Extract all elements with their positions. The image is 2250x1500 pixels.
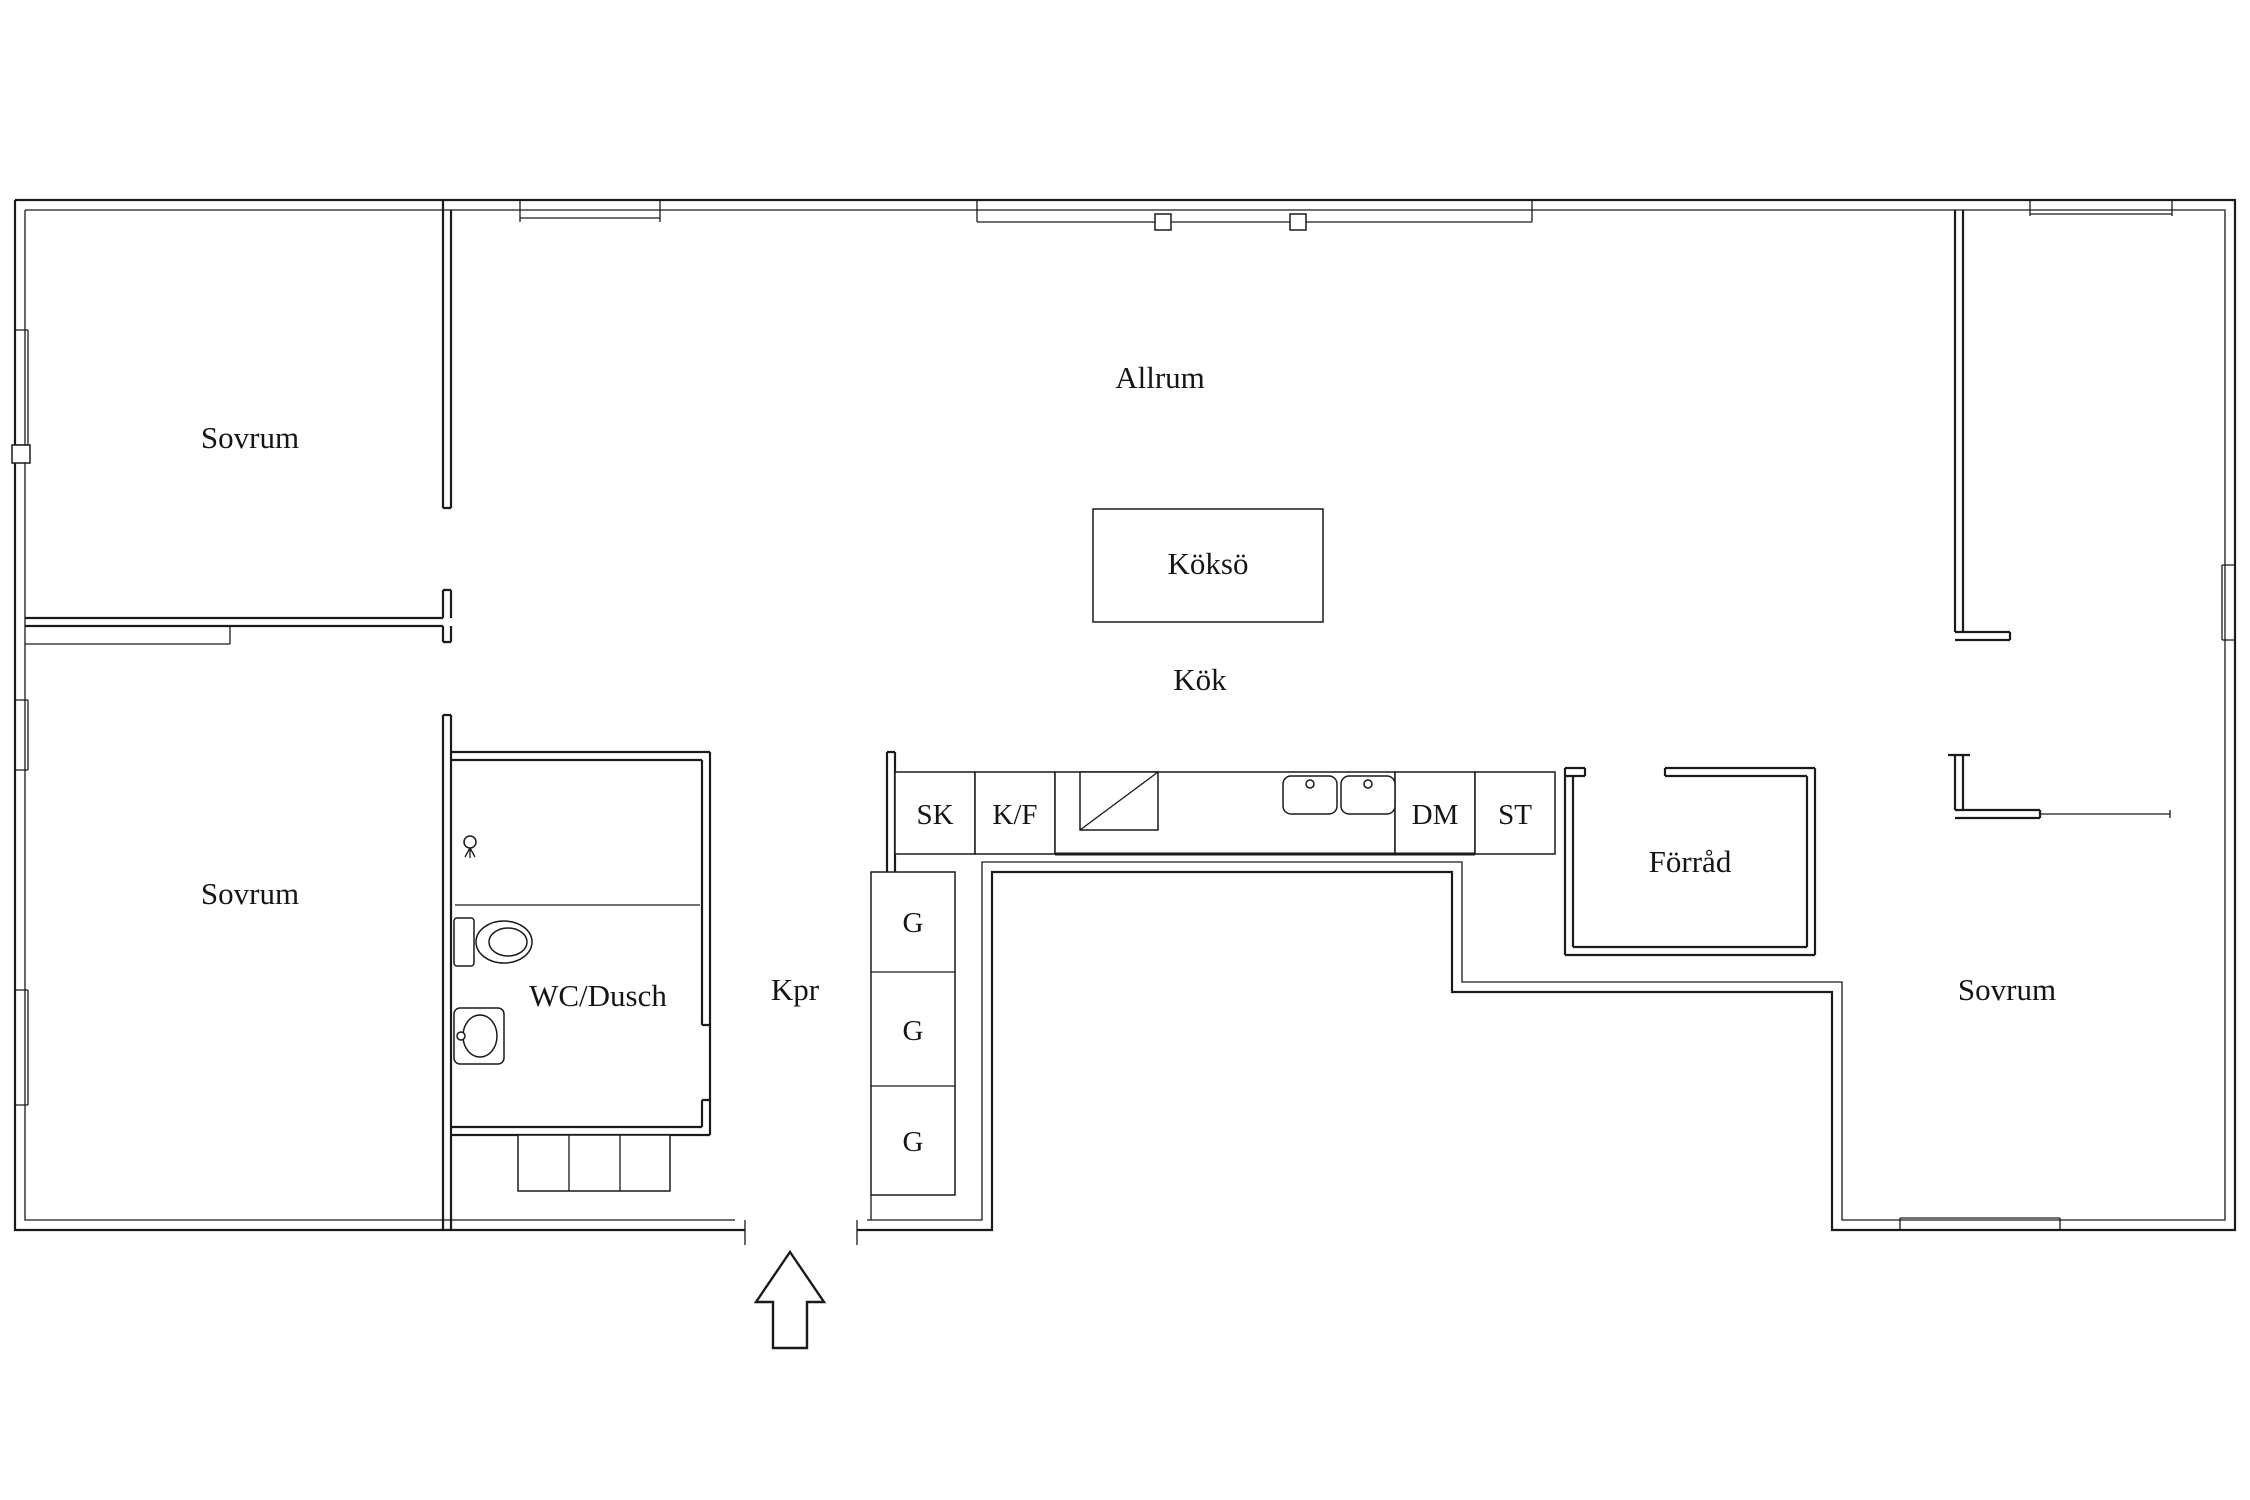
room-label-bathroom: WC/Dusch bbox=[529, 978, 667, 1013]
interior-walls-left bbox=[25, 200, 897, 1230]
kitchen-cabinet-column bbox=[870, 871, 956, 1220]
room-label-kitchen: Kök bbox=[1173, 662, 1227, 697]
windows bbox=[11, 200, 2235, 1230]
storage-walls bbox=[1563, 766, 1817, 957]
room-label-kitchen-island: Köksö bbox=[1168, 546, 1249, 581]
window-mullion bbox=[1154, 213, 1172, 231]
stove-icon bbox=[1079, 771, 1159, 831]
unit-label-kf: K/F bbox=[992, 799, 1037, 831]
window-right-wall bbox=[2221, 564, 2235, 641]
unit-label-g3: G bbox=[903, 1126, 924, 1158]
room-label-storage: Förråd bbox=[1649, 844, 1732, 879]
room-label-bedroom-top-left: Sovrum bbox=[201, 420, 299, 455]
unit-label-sk: SK bbox=[916, 799, 953, 831]
shower-icon bbox=[463, 835, 477, 858]
toilet-icon bbox=[453, 917, 533, 967]
window-left-lower bbox=[15, 989, 29, 1106]
room-label-living-room: Allrum bbox=[1115, 360, 1205, 395]
kitchen-counter bbox=[894, 771, 1556, 856]
room-label-entrance-hall: Kpr bbox=[771, 972, 820, 1007]
entrance-opening bbox=[744, 1220, 858, 1245]
outer-walls bbox=[13, 198, 2237, 1245]
kitchen-sink-icon bbox=[1282, 775, 1396, 815]
unit-kf-box bbox=[974, 771, 1056, 855]
entrance-arrow-icon bbox=[753, 1249, 827, 1350]
window-top-center bbox=[976, 200, 1533, 223]
sink-icon bbox=[453, 1007, 505, 1065]
window-bottom-right bbox=[1899, 1217, 2061, 1230]
room-label-bedroom-bottom-left: Sovrum bbox=[201, 876, 299, 911]
window-left-upper bbox=[15, 329, 29, 446]
unit-label-g1: G bbox=[903, 907, 924, 939]
room-label-bedroom-right: Sovrum bbox=[1958, 972, 2056, 1007]
room-labels: Sovrum Allrum Köksö Kök Sovrum WC/Dusch … bbox=[201, 360, 2056, 1013]
kitchen-unit-labels: SK K/F DM ST G G G bbox=[903, 799, 1533, 1158]
unit-st-box bbox=[1474, 771, 1556, 855]
laundry-cabinets bbox=[517, 1134, 671, 1192]
kitchen-island-outline bbox=[1092, 508, 1324, 623]
unit-label-g2: G bbox=[903, 1015, 924, 1047]
bathroom-fixtures bbox=[453, 835, 671, 1192]
window-top-left bbox=[519, 200, 661, 222]
right-wing-walls bbox=[1948, 210, 2171, 820]
window-mullion bbox=[11, 444, 31, 464]
window-left-middle bbox=[15, 699, 29, 771]
unit-label-dm: DM bbox=[1412, 799, 1459, 831]
window-top-right bbox=[2029, 200, 2173, 216]
unit-label-st: ST bbox=[1498, 799, 1532, 831]
window-mullion bbox=[1289, 213, 1307, 231]
